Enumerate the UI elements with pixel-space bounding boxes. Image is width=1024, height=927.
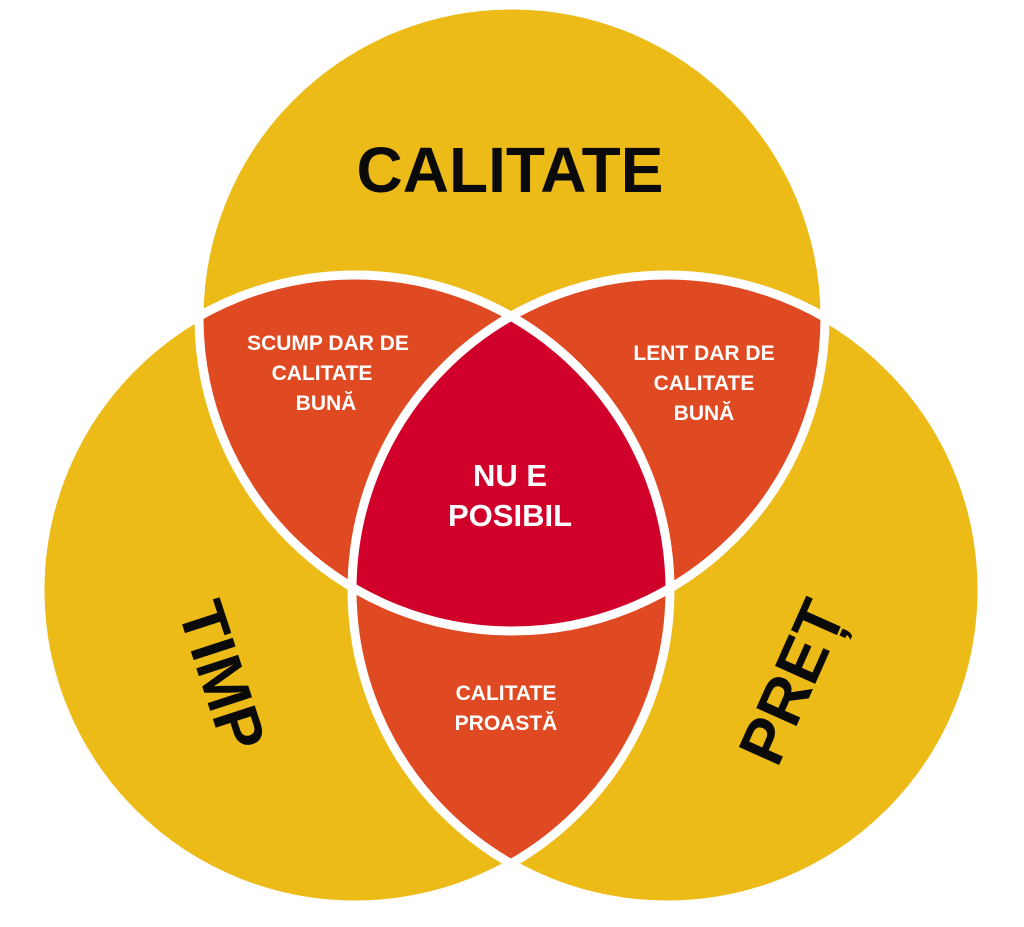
svg-text:NU E: NU E — [473, 458, 547, 493]
svg-text:CALITATE: CALITATE — [456, 682, 557, 705]
svg-text:CALITATE: CALITATE — [654, 372, 755, 395]
region-bottom-label: CALITATE PROASTĂ — [455, 682, 558, 735]
circle-borders — [35, 0, 987, 910]
region-top-right-label: LENT DAR DE CALITATE BUNĂ — [633, 342, 774, 425]
svg-text:LENT DAR DE: LENT DAR DE — [633, 342, 774, 365]
label-calitate: CALITATE — [357, 134, 664, 206]
svg-text:POSIBIL: POSIBIL — [448, 498, 572, 533]
region-center-label: NU E POSIBIL — [448, 458, 572, 533]
svg-text:BUNĂ: BUNĂ — [296, 392, 357, 415]
svg-text:CALITATE: CALITATE — [272, 362, 373, 385]
svg-text:PROASTĂ: PROASTĂ — [455, 712, 558, 735]
svg-text:BUNĂ: BUNĂ — [674, 402, 735, 425]
region-top-left-label: SCUMP DAR DE CALITATE BUNĂ — [247, 332, 409, 415]
svg-text:SCUMP DAR DE: SCUMP DAR DE — [247, 332, 409, 355]
